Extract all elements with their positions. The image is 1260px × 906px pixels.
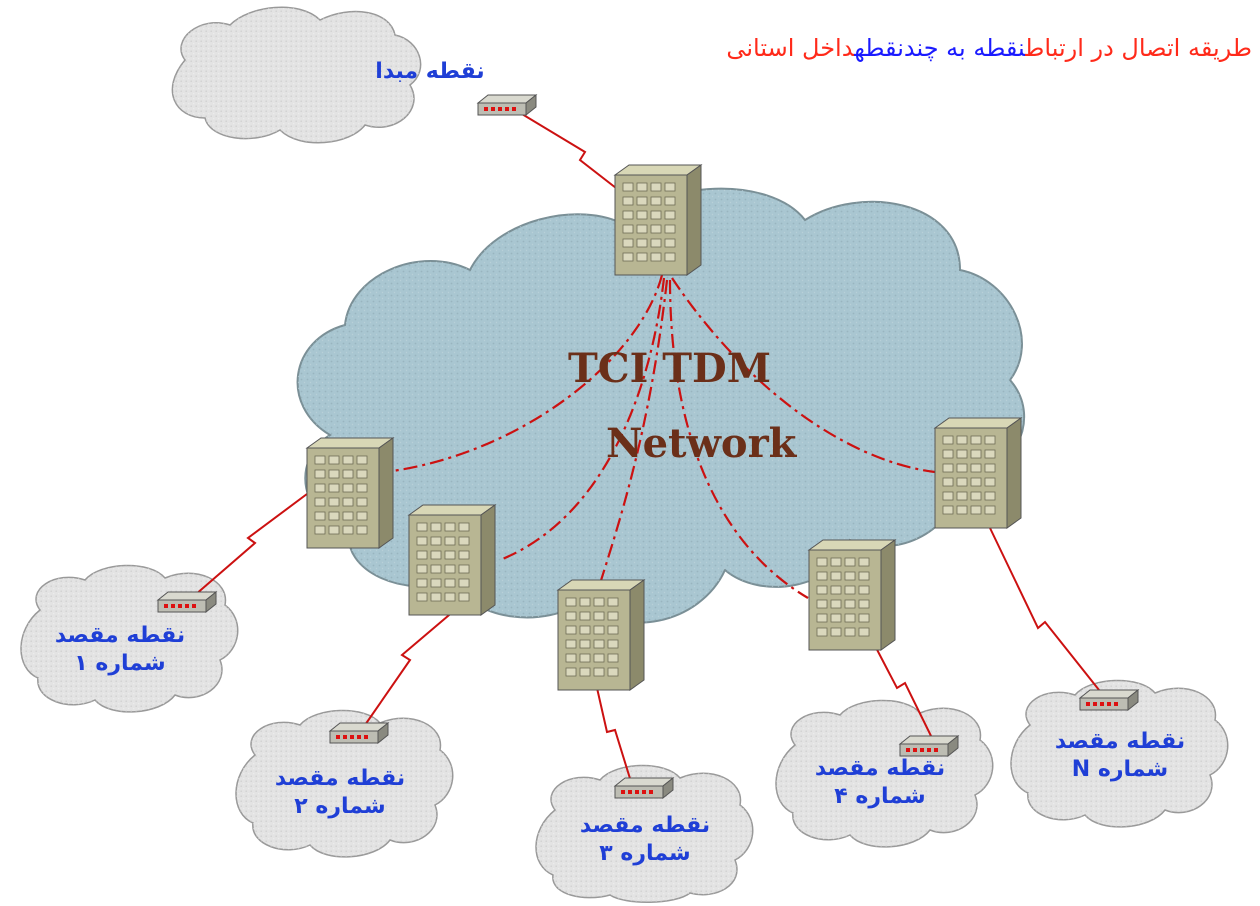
mux-server-icon [934,417,1022,529]
destination-cloud-5 [1010,679,1229,828]
title-part-1: طریقه اتصال در ارتباط [1025,34,1252,62]
destination-label-5-line2: شماره N [1071,756,1169,782]
destination-label-1-line2: شماره ۱ [74,650,166,676]
title-part-2: نقطه به چندنقطه [854,34,1026,62]
internal-link-1 [384,274,664,474]
destination-label-1: نقطه مقصد شماره ۱ [30,622,210,677]
modem-icon [899,735,959,757]
mux-server-icon [408,504,496,616]
internal-links [384,274,936,599]
destination-label-3-line1: نقطه مقصد [579,813,711,838]
mux-server-icon [614,164,702,276]
source-link [511,107,626,196]
destination-cloud-3 [535,764,754,903]
destination-label-3-line2: شماره ۳ [599,840,691,866]
source-cloud [171,6,422,144]
internal-link-2 [499,277,666,562]
internal-link-3 [596,279,669,591]
mux-server-icon [557,579,645,691]
destination-label-4-line2: شماره ۴ [834,783,926,809]
access-links [194,107,1104,786]
destination-label-5-line1: نقطه مقصد [1054,729,1186,754]
mux-server-icon [306,437,394,549]
destination-cloud-2 [235,709,454,858]
access-link-3 [596,687,633,786]
diagram-title: طریقه اتصال در ارتباطنقطه به چندنقطهداخل… [726,34,1252,62]
internal-link-4 [668,279,809,599]
destination-label-4-line1: نقطه مقصد [814,756,946,781]
network-name-line1: TCI TDM [568,345,771,392]
mux-server-icon [808,539,896,651]
internal-link-5 [671,277,936,474]
modem-icon [157,591,217,613]
destination-label-1-line1: نقطه مقصد [54,623,186,648]
source-label: نقطه مبدا [375,59,485,84]
destination-label-5: نقطه مقصد شماره N [1030,728,1210,783]
title-part-3: داخل استانی [726,34,855,62]
access-link-1 [194,487,316,596]
destination-label-4: نقطه مقصد شماره ۴ [790,755,970,810]
network-name-line2: Network [606,420,797,467]
access-link-5 [989,527,1104,696]
destination-label-2-line2: شماره ۲ [294,793,386,819]
destination-label-3: نقطه مقصد شماره ۳ [555,812,735,867]
modem-icon [614,777,674,799]
destination-label-2-line1: نقطه مقصد [274,766,406,791]
access-link-4 [871,639,934,741]
modem-icon [477,94,537,116]
modem-icon [329,722,389,744]
access-link-2 [364,609,456,726]
modem-icon [1079,689,1139,711]
destination-label-2: نقطه مقصد شماره ۲ [250,765,430,820]
